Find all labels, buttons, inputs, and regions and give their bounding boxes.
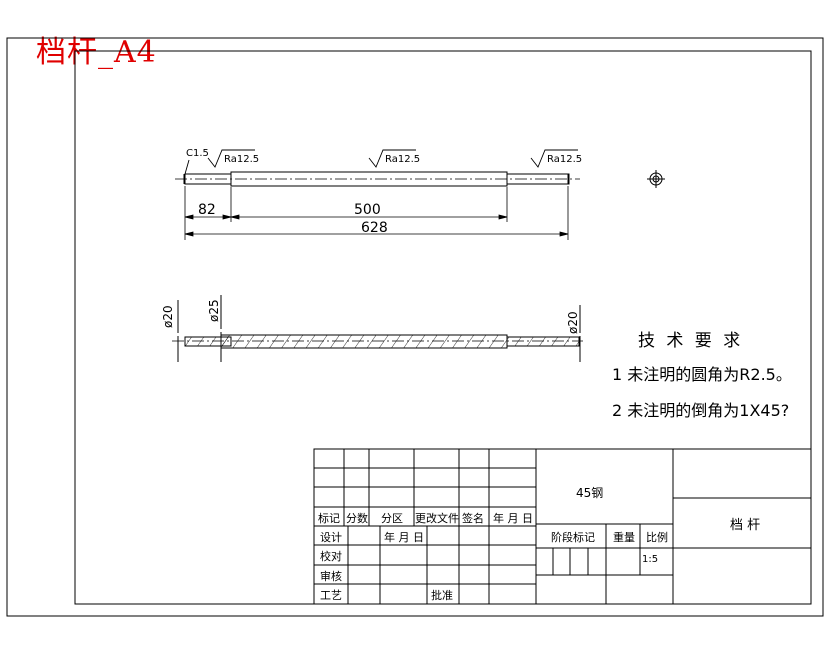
stage-label: 阶段标记 [551,530,595,544]
diameter-right: ø20 [566,311,580,334]
end-view-symbol [647,170,665,188]
chamfer-label: C1.5 [186,148,209,159]
scale-label: 比例 [646,530,668,544]
roughness-label-mid: Ra12.5 [385,154,420,165]
weight-label: 重量 [613,530,635,544]
dim-628: 628 [361,220,388,236]
tech-req-item-1: 1 未注明的圆角为R2.5。 [612,365,792,384]
dim-82: 82 [198,202,216,218]
header-qianming: 签名 [462,511,484,525]
drawing-title: 档杆_A4 [36,35,157,70]
roughness-label-left: Ra12.5 [224,154,259,165]
roughness-label-right: Ra12.5 [547,154,582,165]
tech-req-heading: 技 术 要 求 [638,331,744,351]
tech-req-item-2: 2 未注明的倒角为1X45? [612,401,790,420]
dimension-lines [184,186,569,240]
header-nianyueri: 年 月 日 [493,511,533,525]
row-shenhe: 审核 [320,569,342,583]
scale-value: 1:5 [642,554,658,565]
header-biaoji: 标记 [318,511,340,525]
roughness-symbols [184,149,578,175]
row-sheji: 设计 [320,531,342,544]
part-name: 档 杆 [730,518,760,533]
shaft-side-view [175,171,580,187]
header-fenshu: 分数 [346,512,368,525]
header-genggai: 更改文件 [415,511,459,525]
row-nianyueri: 年 月 日 [384,530,424,544]
material-label: 45钢 [576,486,603,500]
diameter-mid: ø25 [207,299,221,322]
row-jiaodui: 校对 [320,549,342,563]
row-gongyi: 工艺 [320,589,342,602]
outer-border [6,37,824,617]
dim-500: 500 [354,202,381,218]
diameter-left: ø20 [161,305,175,328]
header-fenqu: 分区 [381,512,403,525]
title-block-grid [313,448,812,605]
row-pizhun: 批准 [431,588,453,602]
shaft-section-view [172,295,583,362]
